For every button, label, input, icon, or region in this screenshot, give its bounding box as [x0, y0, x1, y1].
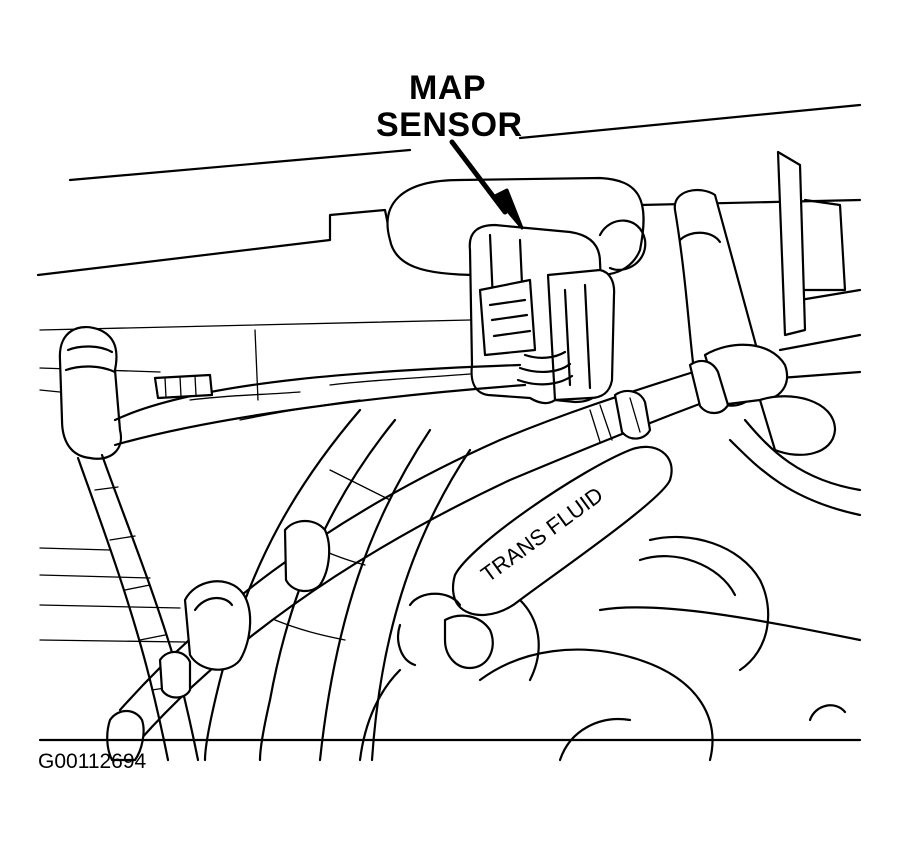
wire-harness — [58, 326, 527, 460]
callout-label-map: MAP — [409, 69, 487, 107]
engine-lower — [358, 535, 862, 762]
map-sensor — [468, 223, 616, 405]
figure-id: G00112694 — [38, 750, 147, 773]
fuel-line — [106, 359, 730, 762]
mounting-bracket — [776, 150, 847, 337]
hose-right — [728, 395, 862, 517]
wire-loom-left — [76, 453, 200, 762]
wire-loom-center — [203, 408, 472, 762]
callout-arrow — [449, 139, 524, 230]
callout-label-sensor: SENSOR — [376, 106, 523, 144]
vacuum-hose-upper — [673, 188, 788, 407]
